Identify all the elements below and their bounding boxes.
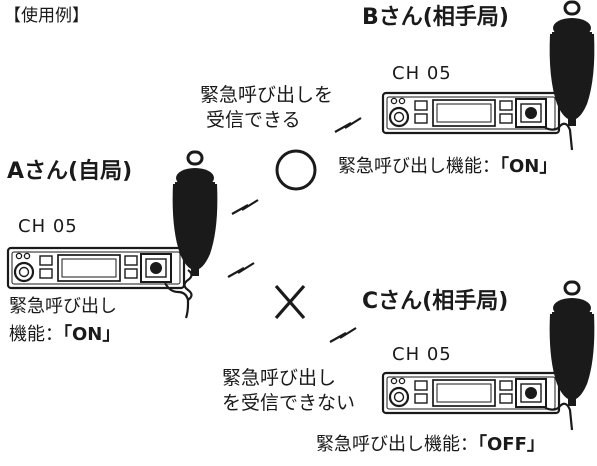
party-b-mic-cord (544, 122, 574, 151)
signal-bolt-icon (226, 261, 256, 279)
party-c-status-prefix: 緊急呼び出し機能： (316, 434, 478, 455)
party-a-status-line1: 緊急呼び出し (9, 296, 117, 317)
party-a-status-line2: 機能：「ON」 (9, 324, 121, 345)
party-a-label: Aさん(自局) (7, 159, 133, 184)
party-b-radio-icon (381, 91, 561, 135)
result-ok-line1: 緊急呼び出しを (200, 84, 334, 106)
party-c-radio-icon (381, 371, 561, 415)
circle-ok-icon (275, 149, 317, 191)
result-ng-line2: を受信できない (222, 392, 356, 414)
result-ok-line2: 受信できる (206, 109, 301, 131)
cross-ng-icon (274, 284, 306, 320)
signal-bolt-icon (328, 326, 358, 344)
party-a-status-value: 「ON」 (63, 324, 121, 345)
party-b-label: Bさん(相手局) (362, 5, 509, 30)
party-a-channel: CH 05 (18, 216, 78, 237)
party-c-mic-cord (544, 402, 574, 431)
party-a-mic-cord (164, 282, 190, 319)
party-a-status-prefix: 機能： (9, 324, 63, 345)
party-c-status-value: 「OFF」 (478, 434, 545, 455)
example-title: 【使用例】 (4, 6, 89, 26)
party-b-status: 緊急呼び出し機能：「ON」 (338, 156, 558, 177)
party-c-channel: CH 05 (392, 344, 452, 365)
result-ng-line1: 緊急呼び出し (222, 367, 337, 389)
party-b-channel: CH 05 (392, 63, 452, 84)
party-a-radio-icon (6, 246, 186, 290)
party-b-status-value: 「ON」 (500, 156, 558, 177)
party-c-status: 緊急呼び出し機能：「OFF」 (316, 434, 545, 455)
party-c-label: Cさん(相手局) (362, 289, 509, 314)
party-b-status-prefix: 緊急呼び出し機能： (338, 156, 500, 177)
signal-bolt-icon (230, 198, 260, 216)
signal-bolt-icon (333, 116, 363, 134)
